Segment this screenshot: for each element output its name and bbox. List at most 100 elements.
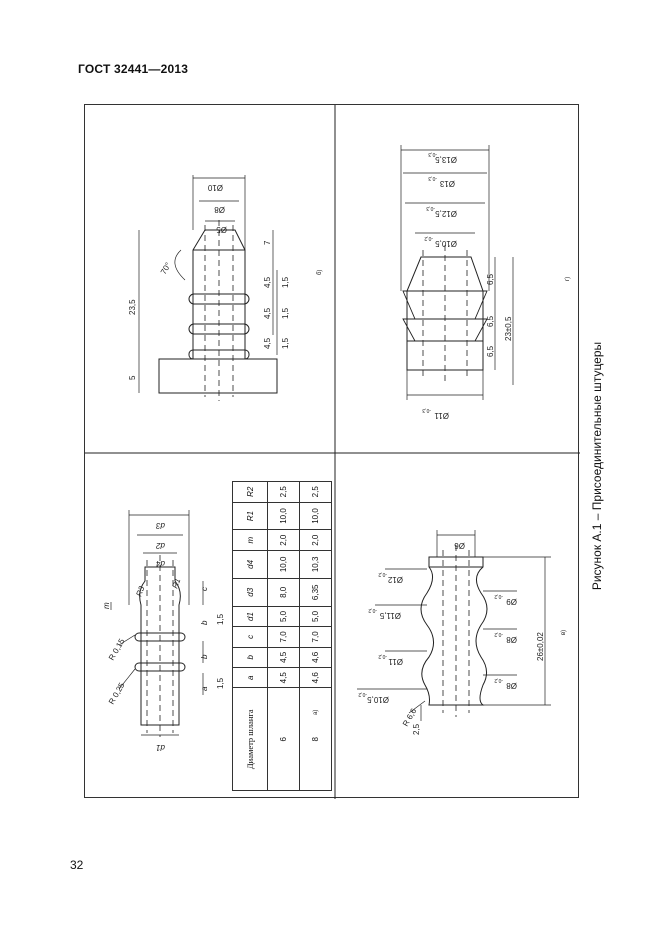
table-cell: 5,0 bbox=[299, 606, 332, 627]
panel-a-dim-r025: R 0,25 bbox=[107, 681, 127, 706]
panel-b-label: б) bbox=[317, 270, 323, 275]
panel-d-tol-d105: -0,2 bbox=[424, 235, 433, 241]
panel-b-dim-d10: Ø10 bbox=[207, 183, 223, 192]
panel-a-dim-15b: 1,5 bbox=[216, 677, 225, 689]
panel-c-tol-d8a: -0,2 bbox=[494, 631, 503, 637]
panel-d-dim-23: 23±0,5 bbox=[504, 316, 513, 341]
panel-b-dim-15a: 1,5 bbox=[281, 276, 290, 288]
table-cell: 6,35 bbox=[299, 578, 332, 607]
panel-a-drawing bbox=[110, 510, 204, 737]
panel-a-dim-r015: R 0,15 bbox=[107, 637, 127, 662]
panel-b-dim-d5: Ø5 bbox=[216, 225, 227, 234]
figure-drawings: Ø10 Ø8 Ø5 23,5 70° 7 4,5 1,5 4,5 1,5 4,5… bbox=[85, 105, 580, 799]
panel-b-dim-7: 7 bbox=[263, 240, 272, 245]
panel-c-tol-d11: -0,2 bbox=[378, 653, 387, 659]
panel-d-dim-d11: Ø11 bbox=[434, 411, 449, 420]
panel-a-dim-d3: d3 bbox=[156, 521, 165, 530]
table-cell: 10,0 bbox=[299, 502, 332, 530]
table-header-c: c bbox=[232, 626, 268, 648]
document-header: ГОСТ 32441—2013 bbox=[78, 62, 189, 76]
panel-d-tol-d135: -0,3 bbox=[428, 151, 437, 157]
panel-a-dim-d2: d2 bbox=[156, 541, 165, 550]
panel-c-label: в) bbox=[561, 630, 567, 635]
figure-frame: Ø10 Ø8 Ø5 23,5 70° 7 4,5 1,5 4,5 1,5 4,5… bbox=[84, 104, 580, 799]
panel-c-tol-d8b: -0,2 bbox=[494, 677, 503, 683]
table-cell: 8,0 bbox=[267, 578, 300, 607]
panel-c-dim-d9: Ø9 bbox=[506, 597, 517, 606]
panel-b-dim-angle: 70° bbox=[159, 261, 173, 276]
page-number: 32 bbox=[70, 858, 84, 872]
table-header-row: Диаметр шланга a b c d1 d3 d4 m R1 R2 bbox=[232, 481, 268, 791]
panel-a-dim-m: m bbox=[102, 602, 111, 609]
panel-d-dim-65a: 6,5 bbox=[486, 273, 495, 285]
panel-c-tol-d115: -0,2 bbox=[368, 607, 377, 613]
panel-c-dim-d115: Ø11,5 bbox=[379, 611, 401, 620]
table-header-d3: d3 bbox=[232, 578, 268, 607]
table-cell: 2,0 bbox=[267, 529, 300, 551]
panel-b-dim-15c: 1,5 bbox=[281, 337, 290, 349]
dimensions-table: Диаметр шланга a b c d1 d3 d4 m R1 R2 6 … bbox=[232, 481, 332, 791]
panel-c-dim-d11: Ø11 bbox=[388, 657, 403, 666]
panel-c-body bbox=[420, 556, 488, 706]
panel-c-dim-25: 2,5 bbox=[412, 723, 421, 735]
panel-b-dim-15b: 1,5 bbox=[281, 307, 290, 319]
table-cell: 10,3 bbox=[299, 550, 332, 579]
table-cell: 7,0 bbox=[299, 626, 332, 648]
panel-d-dim-d105: Ø10,5 bbox=[435, 239, 457, 248]
table-header-r2: R2 bbox=[232, 481, 268, 503]
table-cell: 4,5 bbox=[267, 667, 300, 688]
table-cell: 4,5 bbox=[267, 647, 300, 668]
panel-c-tol-d12: -0,2 bbox=[378, 571, 387, 577]
table-header-a: a bbox=[232, 667, 268, 688]
panel-a-dim-a: a bbox=[200, 686, 209, 691]
panel-d-tol-d125: -0,3 bbox=[426, 205, 435, 211]
panel-b-dim-5: 5 bbox=[128, 375, 137, 380]
panel-a-dim-r3: R3 bbox=[134, 584, 146, 597]
table-header-hose-diameter: Диаметр шланга bbox=[232, 687, 268, 791]
table-cell: 2,0 bbox=[299, 529, 332, 551]
table-cell: 2,5 bbox=[299, 481, 332, 503]
panel-a-dim-c: c bbox=[200, 587, 209, 591]
table-header-m: m bbox=[232, 529, 268, 551]
panel-c-dim-d8b: Ø8 bbox=[506, 681, 517, 690]
panel-b-base bbox=[158, 358, 278, 394]
panel-a-dim-d1: d1 bbox=[156, 743, 165, 752]
panel-a-dim-15: 1,5 bbox=[216, 613, 225, 625]
panel-d-tol-d13: -0,3 bbox=[428, 175, 437, 181]
table-cell: 4,6 bbox=[299, 667, 332, 688]
panel-c-tol-d9: -0,2 bbox=[494, 593, 503, 599]
table-cell: 2,5 bbox=[267, 481, 300, 503]
panel-d-drawing bbox=[400, 145, 514, 400]
panel-c-drawing bbox=[357, 530, 551, 721]
panel-c-tol-d105: -0,2 bbox=[358, 691, 367, 697]
table-header-r1: R1 bbox=[232, 502, 268, 530]
dimensions-table-container: Диаметр шланга a b c d1 d3 d4 m R1 R2 6 … bbox=[232, 481, 332, 791]
table-cell: 6 bbox=[267, 687, 300, 791]
panel-b-dim-235: 23,5 bbox=[128, 299, 137, 315]
panel-d-dim-d135: Ø13,5 bbox=[435, 155, 457, 164]
panel-a-dim-d4: d4 bbox=[156, 559, 165, 568]
table-cell: 7,0 bbox=[267, 626, 300, 648]
table-cell: 4,6 bbox=[299, 647, 332, 668]
panel-d-dim-65c: 6,5 bbox=[486, 345, 495, 357]
panel-c-dim-26: 26±0,02 bbox=[536, 632, 545, 661]
table-cell: 10,0 bbox=[267, 502, 300, 530]
table-cell: 8 bbox=[299, 687, 332, 791]
table-header-d1: d1 bbox=[232, 606, 268, 627]
panel-d-body bbox=[406, 256, 484, 371]
panel-a-dim-r1: R1 bbox=[170, 577, 182, 590]
table-row: 6 4,5 4,5 7,0 5,0 8,0 10,0 2,0 10,0 2,5 bbox=[267, 481, 300, 791]
panel-d-dim-65b: 6,5 bbox=[486, 315, 495, 327]
table-row: 8 4,6 4,6 7,0 5,0 6,35 10,3 2,0 10,0 2,5 bbox=[299, 481, 332, 791]
table-header-d4: d4 bbox=[232, 550, 268, 579]
panel-a-label: а) bbox=[313, 710, 319, 715]
panel-b-dim-45c: 4,5 bbox=[263, 337, 272, 349]
panel-c-dim-d105: Ø10,5 bbox=[367, 695, 389, 704]
panel-b-dim-d8: Ø8 bbox=[214, 205, 225, 214]
figure-caption: Рисунок А.1 – Присоединительные штуцеры bbox=[590, 341, 604, 591]
panel-c-dim-d8a: Ø8 bbox=[506, 635, 517, 644]
panel-c-dim-d12: Ø12 bbox=[387, 575, 403, 584]
panel-c-dim-d6: Ø6 bbox=[454, 541, 465, 550]
panel-b-dim-45a: 4,5 bbox=[263, 276, 272, 288]
panel-b-drawing bbox=[138, 175, 278, 401]
